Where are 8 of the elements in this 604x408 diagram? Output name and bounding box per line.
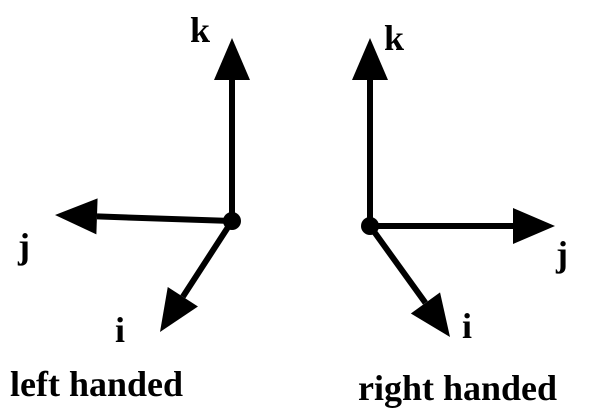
axis-label: k bbox=[384, 20, 404, 56]
axis-label: j bbox=[556, 236, 568, 272]
caption: left handed bbox=[10, 366, 184, 402]
axis-label: j bbox=[18, 228, 30, 264]
axis-label: i bbox=[115, 312, 126, 348]
caption: right handed bbox=[358, 370, 558, 406]
axis-label: i bbox=[462, 308, 472, 344]
axis-label: k bbox=[190, 12, 210, 48]
